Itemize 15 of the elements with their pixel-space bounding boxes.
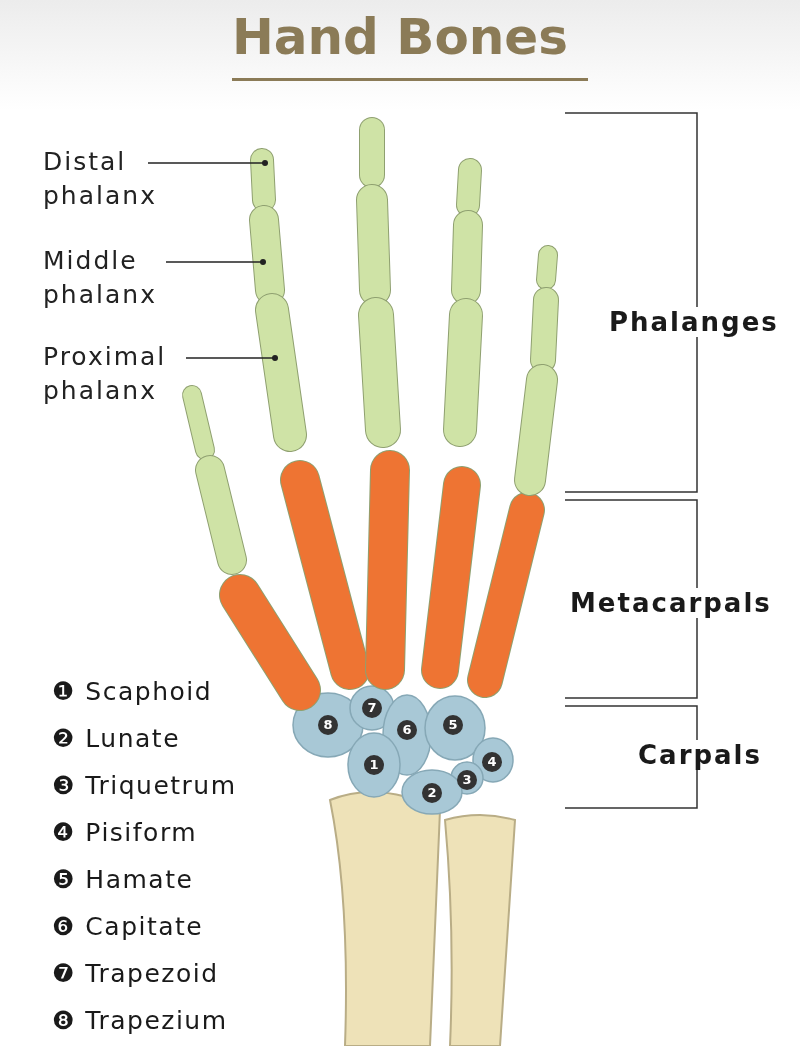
legend-item: ❻ Capitate — [52, 912, 204, 941]
leader-line — [185, 355, 278, 361]
bone-label: Proximal phalanx — [43, 340, 183, 408]
leader-line — [165, 259, 266, 265]
bone-label: Middle phalanx — [43, 244, 183, 312]
legend-item: ❺ Hamate — [52, 865, 194, 894]
legend-item: ❸ Triquetrum — [52, 771, 237, 800]
legend-item: ❶ Scaphoid — [52, 677, 213, 706]
bone-label: Distal phalanx — [43, 145, 183, 213]
legend-item: ❷ Lunate — [52, 724, 181, 753]
legend-item: ❹ Pisiform — [52, 818, 198, 847]
leader-line — [147, 160, 268, 166]
legend-item: ❼ Trapezoid — [52, 959, 219, 988]
title: Hand Bones — [230, 8, 570, 66]
legend-item: ❽ Trapezium — [52, 1006, 228, 1035]
